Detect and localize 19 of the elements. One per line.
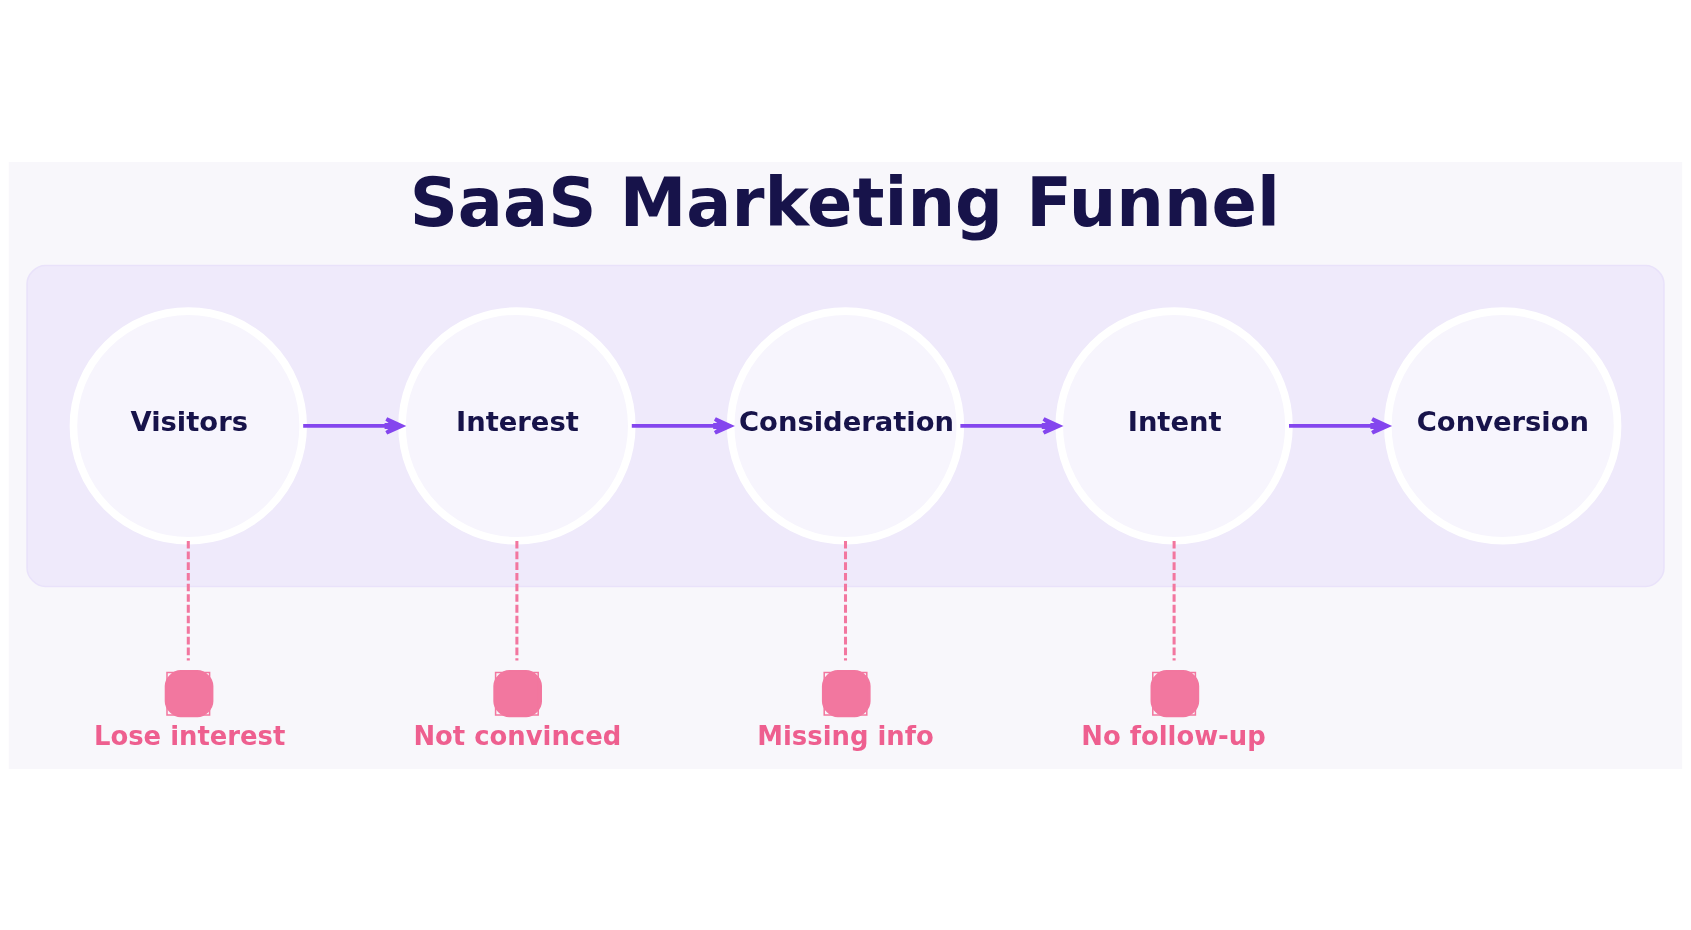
connector [844, 540, 847, 660]
arrow [631, 416, 733, 435]
node-circle: Intent [1055, 306, 1293, 545]
connector [186, 540, 190, 660]
arrow [1289, 416, 1390, 435]
node-label: No follow-up [1081, 720, 1266, 751]
cluster [26, 264, 1665, 587]
node-circle: Visitors [69, 306, 307, 545]
arrow [960, 416, 1061, 435]
node-label: Not convinced [413, 720, 622, 751]
node-circle: Conversion [1384, 306, 1622, 545]
node-label: Lose interest [93, 720, 286, 751]
connector [515, 540, 519, 660]
node-circle: Consideration [726, 306, 965, 545]
connector [1172, 540, 1176, 660]
diagram-title: SaaS Marketing Funnel [409, 163, 1280, 242]
node-label: Missing info [757, 720, 934, 751]
node-circle: Interest [398, 306, 636, 545]
arrow [303, 416, 404, 435]
